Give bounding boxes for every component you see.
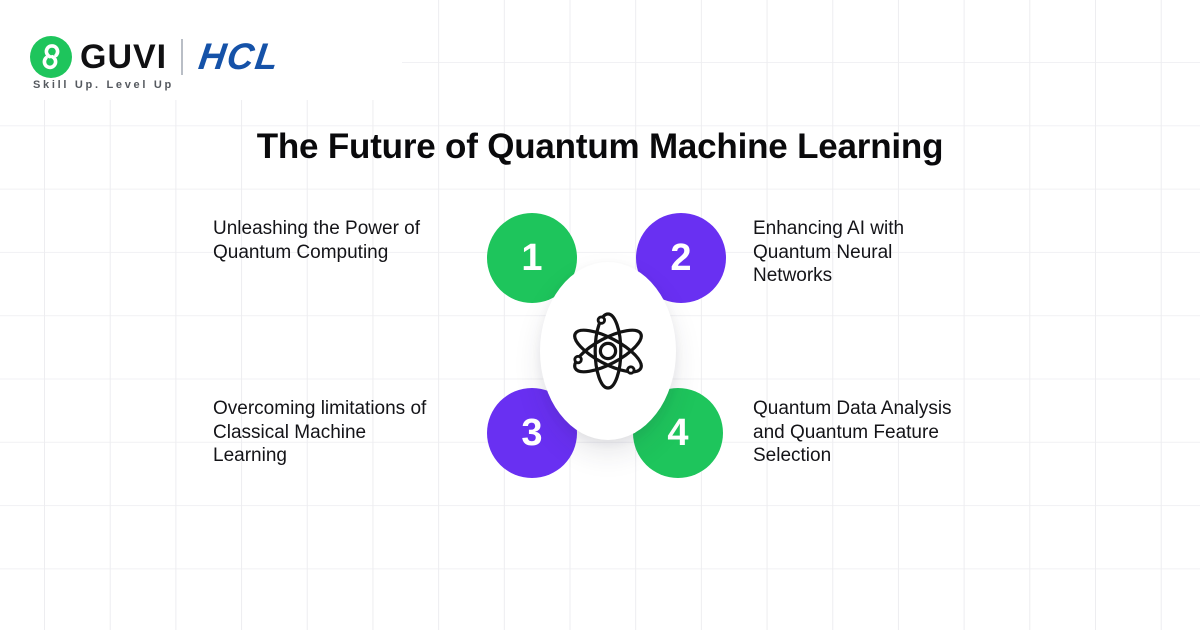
step-label-4: Quantum Data Analysis and Quantum Featur…	[753, 398, 952, 466]
hcl-logo-text: HCL	[196, 36, 283, 77]
page-title: The Future of Quantum Machine Learning	[256, 127, 944, 167]
brand-header: GUVI HCL	[30, 36, 283, 78]
step-number-4: 4	[667, 412, 689, 454]
step-label-1: Unleashing the Power of Quantum Computin…	[213, 218, 421, 263]
brand-divider	[181, 39, 184, 75]
step-number-2: 2	[670, 237, 692, 279]
step-number-1: 1	[521, 237, 543, 279]
center-ellipse	[540, 262, 676, 440]
guvi-logo-icon	[30, 36, 72, 78]
guvi-logo-text: GUVI	[80, 38, 168, 76]
step-number-3: 3	[521, 412, 543, 454]
step-label-2: Enhancing AI with Quantum Neural Network…	[753, 218, 905, 286]
atom-icon	[573, 312, 643, 390]
step-label-3: Overcoming limitations of Classical Mach…	[213, 398, 427, 466]
brand-tagline: Skill Up. Level Up	[33, 79, 174, 91]
